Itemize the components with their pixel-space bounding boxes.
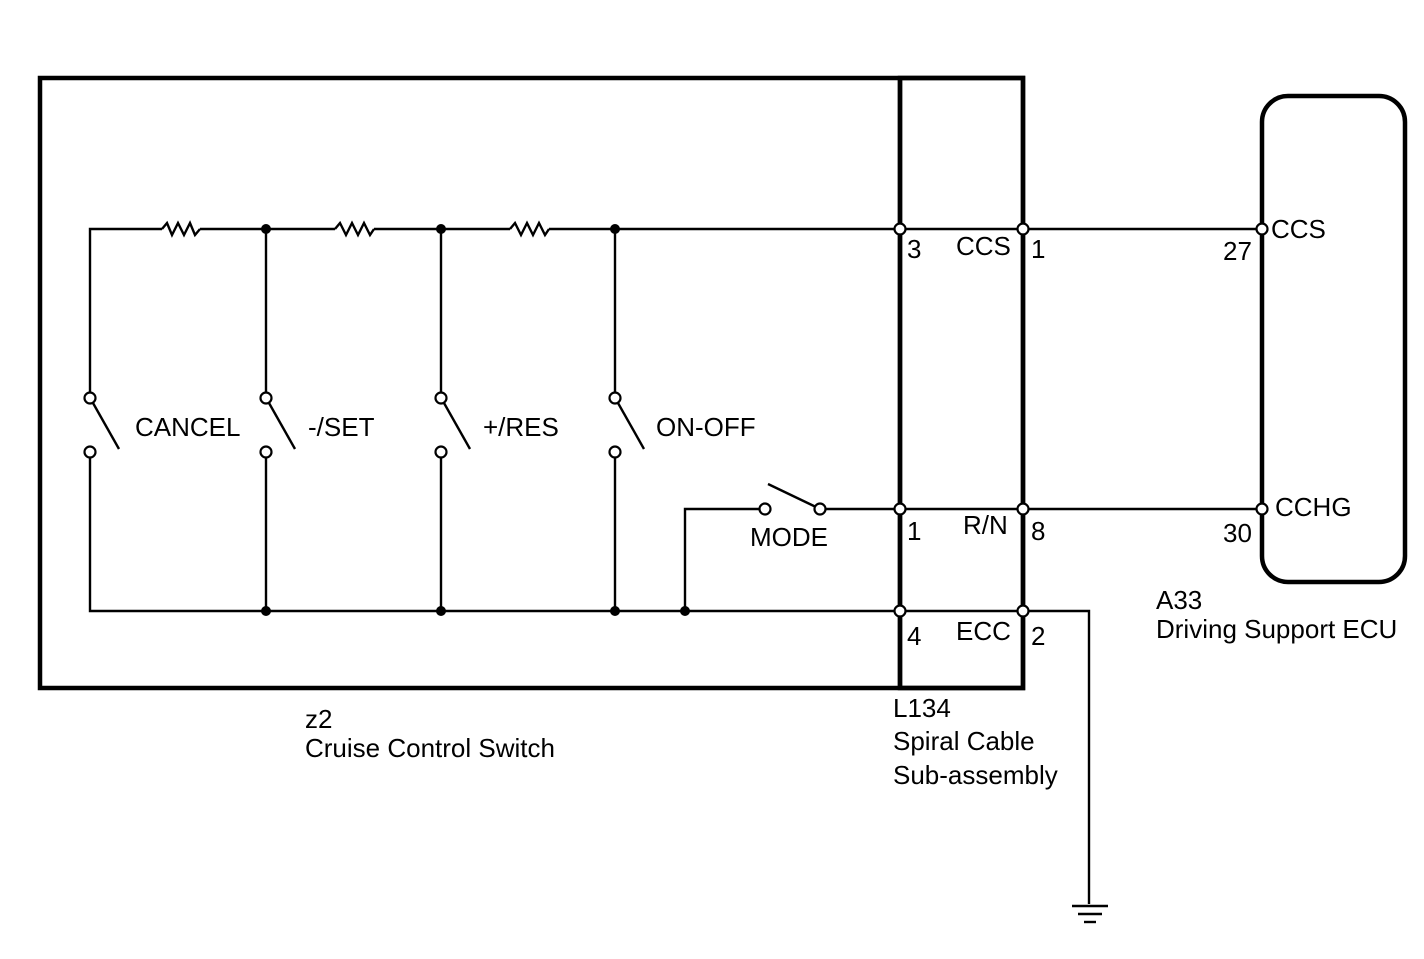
ecu-ref: A33: [1156, 585, 1202, 615]
switch-label-onoff: ON-OFF: [656, 412, 756, 442]
ecu-signal-ccs: CCS: [1271, 214, 1326, 244]
ecu-pin-cchg: 30: [1223, 518, 1252, 548]
bottom-rail: [88, 457, 898, 613]
ground-icon: [1072, 904, 1108, 924]
ecu-name: Driving Support ECU: [1156, 614, 1397, 644]
spiral-cable-name-1: Spiral Cable: [893, 726, 1035, 756]
switch-blade-cancel: [91, 402, 121, 450]
top-rail: [88, 220, 898, 398]
spiral-pin-right-ecc: 2: [1031, 621, 1045, 651]
spiral-cable-name-2: Sub-assembly: [893, 760, 1058, 790]
terminal-circles: [83, 222, 1269, 618]
spiral-pin-left-ecc: 4: [907, 621, 921, 651]
junction-dots: [261, 224, 690, 616]
spiral-pin-right-rn: 8: [1031, 516, 1045, 546]
ecu-box: [1259, 93, 1408, 585]
mode-branch: [683, 507, 759, 611]
switch-blade-set: [267, 402, 297, 450]
switch-blade-onoff: [616, 402, 646, 450]
spiral-pin-left-ccs: 3: [907, 234, 921, 264]
spiral-signal-ecc: ECC: [956, 616, 1011, 646]
cruise-switch-name: Cruise Control Switch: [305, 733, 555, 763]
switch-label-set: -/SET: [308, 412, 375, 442]
spiral-pin-right-ccs: 1: [1031, 234, 1045, 264]
spiral-signal-ccs: CCS: [956, 231, 1011, 261]
cruise-control-switch-box: [37, 75, 1026, 691]
switch-blade-mode: [767, 482, 817, 509]
spiral-pin-left-rn: 1: [907, 516, 921, 546]
cruise-switch-ref: z2: [305, 704, 332, 734]
spiral-cable-ref: L134: [893, 693, 951, 723]
ground-wire: [1027, 609, 1091, 904]
switch-label-cancel: CANCEL: [135, 412, 240, 442]
spiral-signal-rn: R/N: [963, 510, 1008, 540]
spiral-cable-box: [897, 75, 1026, 691]
ecu-signal-cchg: CCHG: [1275, 492, 1352, 522]
switch-label-res: +/RES: [483, 412, 559, 442]
ecu-pin-ccs: 27: [1223, 236, 1252, 266]
switch-blade-res: [442, 402, 472, 450]
switch-label-mode: MODE: [750, 522, 828, 552]
